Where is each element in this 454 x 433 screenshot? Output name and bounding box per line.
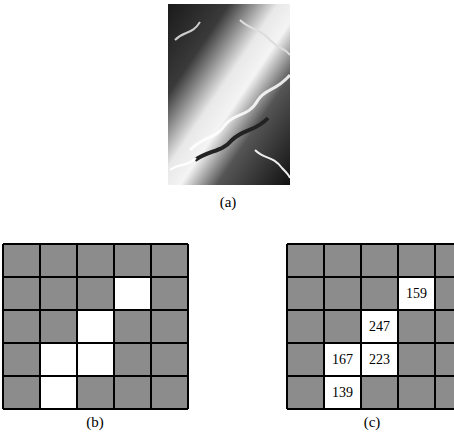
cell-value: 159 — [398, 277, 435, 310]
grid-c — [287, 244, 454, 409]
panel-label: (a) — [198, 192, 258, 212]
grid-b — [3, 244, 188, 409]
panel-label: (c) — [342, 412, 402, 432]
cell-value: 139 — [324, 376, 361, 409]
cell-value: 167 — [324, 343, 361, 376]
cell-value: 247 — [361, 310, 398, 343]
texture-image — [168, 4, 290, 185]
cell-value: 223 — [361, 343, 398, 376]
panel-label: (b) — [65, 412, 125, 432]
